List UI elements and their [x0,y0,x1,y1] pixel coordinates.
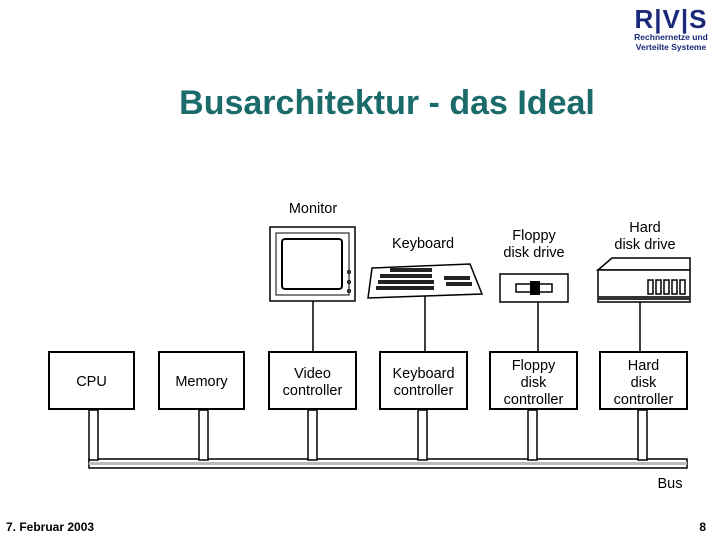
hard-disk-controller-label-2: disk [631,375,658,391]
floppy-controller-box: Floppy disk controller [490,352,577,409]
monitor-label: Monitor [289,201,338,217]
device-wires [313,295,640,352]
monitor-icon [270,227,355,301]
hard-disk-controller-label-1: Hard [628,358,659,374]
floppy-drive-label-1: Floppy [512,228,556,244]
floppy-drive-label-2: disk drive [503,245,564,261]
floppy-drive-icon [500,274,568,302]
video-controller-label-2: controller [283,383,343,399]
memory-label: Memory [175,374,228,390]
video-controller-box: Video controller [269,352,356,409]
hard-drive-label-1: Hard [629,220,660,236]
hard-drive-icon [598,258,690,302]
keyboard-controller-box: Keyboard controller [380,352,467,409]
cpu-box: CPU [49,352,134,409]
hard-drive-label-2: disk drive [614,237,675,253]
cpu-label: CPU [76,374,107,390]
floppy-controller-label-2: disk [521,375,548,391]
keyboard-label: Keyboard [392,236,454,252]
video-controller-label-1: Video [294,366,331,382]
keyboard-controller-label-1: Keyboard [392,366,454,382]
bus-connectors [89,410,647,460]
floppy-controller-label-3: controller [504,392,564,408]
floppy-controller-label-1: Floppy [512,358,556,374]
hard-disk-controller-label-3: controller [614,392,674,408]
hard-disk-controller-box: Hard disk controller [600,352,687,409]
bus-label: Bus [658,476,683,492]
footer-date: 7. Februar 2003 [6,520,94,534]
keyboard-icon [368,264,482,298]
page-number: 8 [699,520,706,534]
memory-box: Memory [159,352,244,409]
keyboard-controller-label-2: controller [394,383,454,399]
bus [89,459,687,468]
